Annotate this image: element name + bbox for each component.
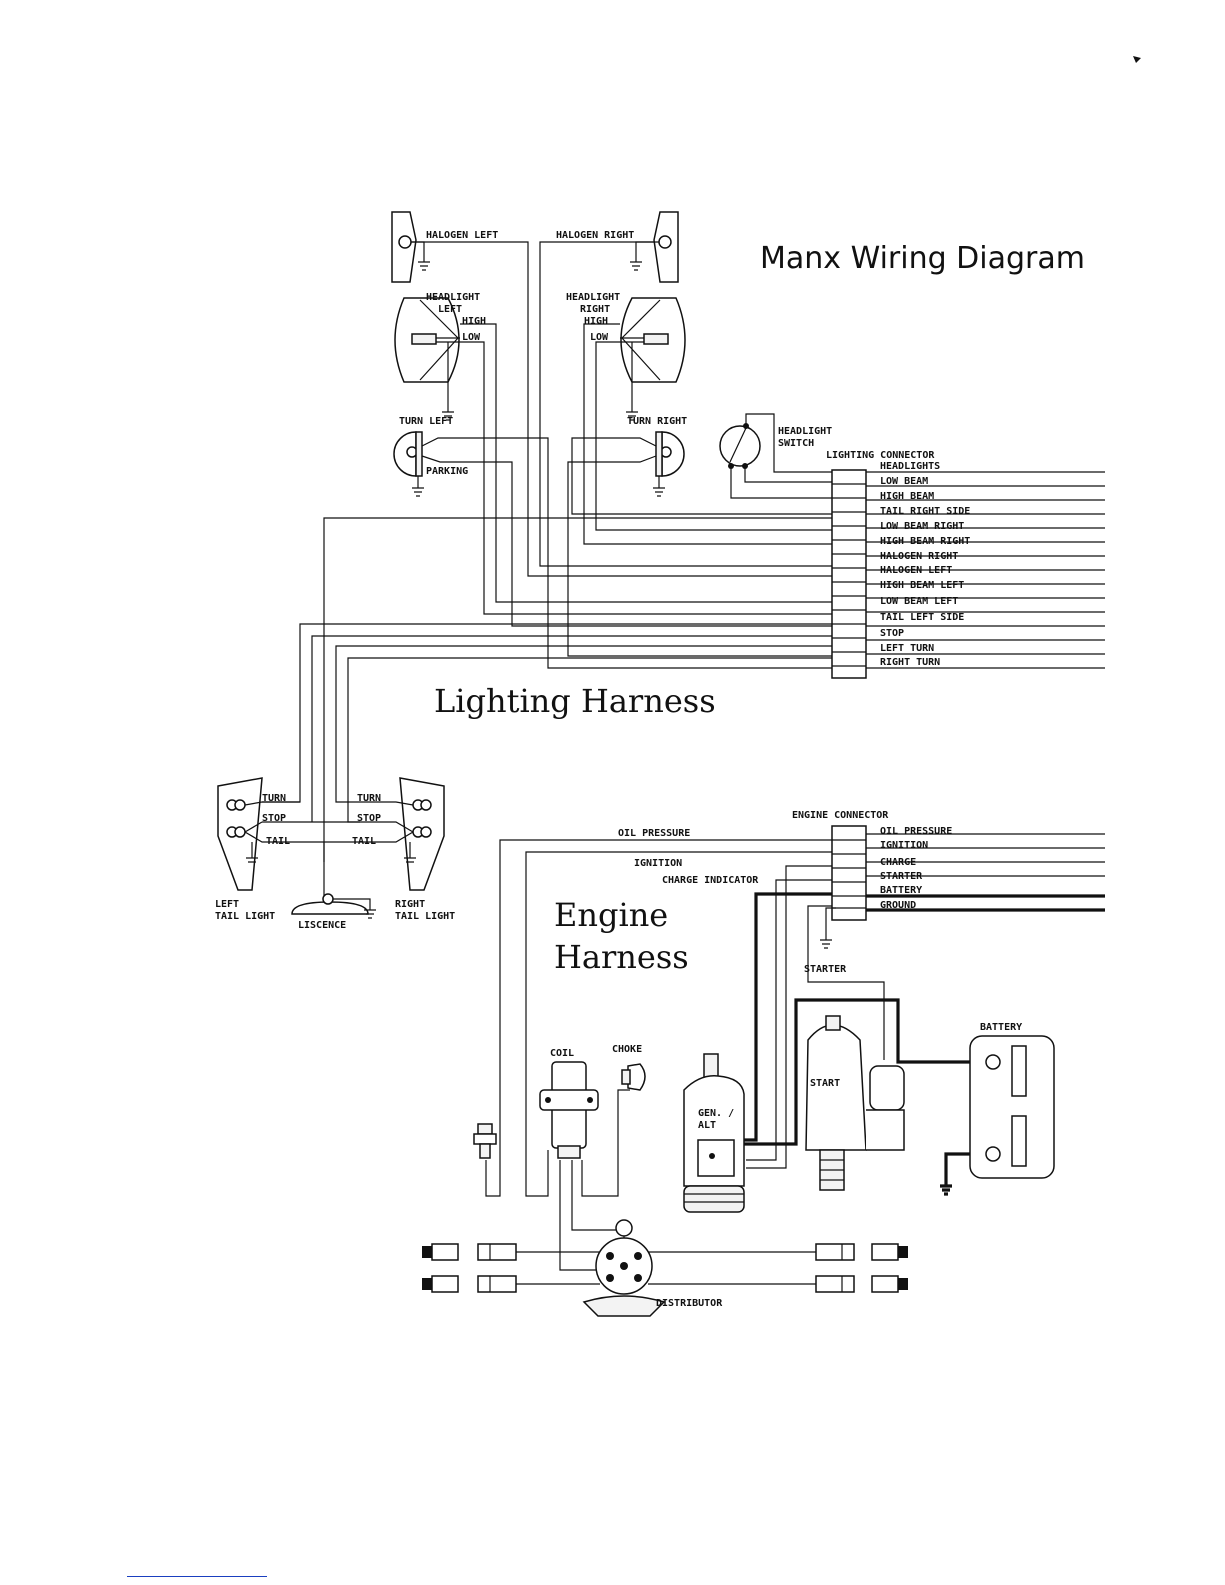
lc-pin-high-beam-left: HIGH BEAM LEFT [880,580,964,591]
oil-pressure-wire-label: OIL PRESSURE [618,828,690,839]
lc-pin-right-turn: RIGHT TURN [880,657,940,668]
turn-left-lamp-icon [393,431,424,497]
battery-icon [969,1035,1055,1179]
right-tail-light-label-1: RIGHT [395,899,425,910]
coil-icon [539,1061,599,1159]
right-tail-light-label-2: TAIL LIGHT [395,911,455,922]
starter-wire-label: STARTER [804,964,847,975]
ec-pin-oil-pressure: OIL PRESSURE [880,826,952,837]
footer-rule [127,1576,267,1577]
halogen-right-lamp-icon [630,211,679,283]
left-tail-turn-label: TURN [262,793,286,804]
spark-plug-right-top-icon [815,1243,908,1261]
lc-pin-headlights: HEADLIGHTS [880,461,940,472]
turn-right-label: TURN RIGHT [627,416,687,427]
turn-left-label: TURN LEFT [399,416,453,427]
lc-pin-tail-right-side: TAIL RIGHT SIDE [880,506,970,517]
choke-label: CHOKE [612,1044,642,1055]
spark-plug-leads [516,1251,816,1285]
start-label: START [810,1078,840,1089]
diagram-title: Manx Wiring Diagram [760,241,1085,276]
engine-harness-label-2: Harness [554,938,689,976]
headlight-right-label-2: RIGHT [580,304,610,315]
headlight-left-low-label: LOW [462,332,481,343]
lc-pin-tail-left-side: TAIL LEFT SIDE [880,612,964,623]
right-tail-turn-label: TURN [357,793,381,804]
choke-icon [621,1063,646,1091]
liscence-label: LISCENCE [298,920,346,931]
headlight-right-icon [620,297,686,421]
licence-light-icon [291,893,376,919]
right-tail-tail-label: TAIL [352,836,376,847]
lc-pin-low-beam-right: LOW BEAM RIGHT [880,521,964,532]
headlight-right-low-label: LOW [590,332,609,343]
parking-label: PARKING [426,466,468,477]
headlight-switch-icon [719,413,832,499]
lighting-connector-label: LIGHTING CONNECTOR [826,450,935,461]
turn-right-lamp-icon [653,431,685,497]
engine-connector-label: ENGINE CONNECTOR [792,810,889,821]
distributor-icon [582,1219,666,1317]
engine-harness-label-1: Engine [554,896,668,934]
headlight-switch-label-2: SWITCH [778,438,814,449]
ec-pin-starter: STARTER [880,871,923,882]
engine-connector-wires [866,833,1105,912]
tail-light-wires [262,801,360,896]
ec-pin-charge: CHARGE [880,857,916,868]
spark-plug-left-top-icon [422,1243,517,1261]
halogen-right-label: HALOGEN RIGHT [556,230,634,241]
ec-pin-battery: BATTERY [880,885,922,896]
charge-indicator-wire-label: CHARGE INDICATOR [662,875,759,886]
lc-pin-high-beam-right: HIGH BEAM RIGHT [880,536,970,547]
left-tail-light-label-1: LEFT [215,899,239,910]
headlight-left-label-2: LEFT [438,304,462,315]
lighting-harness-wires [262,241,832,862]
ignition-wire-label: IGNITION [634,858,682,869]
lc-pin-low-beam: LOW BEAM [880,476,928,487]
left-tail-light-icon [217,777,292,891]
generator-alternator-icon [683,1053,745,1213]
lc-pin-low-beam-left: LOW BEAM LEFT [880,596,958,607]
halogen-left-lamp-icon [391,211,430,283]
gen-alt-label-2: ALT [698,1120,716,1131]
spark-plug-left-bottom-icon [422,1275,517,1293]
lc-pin-stop: STOP [880,628,904,639]
headlight-switch-label-1: HEADLIGHT [778,426,832,437]
engine-harness-wires [485,839,988,1271]
spark-plug-right-bottom-icon [815,1275,908,1293]
lighting-connector-wires [866,471,1105,669]
engine-connector-block [831,825,867,921]
ec-pin-ignition: IGNITION [880,840,928,851]
coil-label: COIL [550,1048,574,1059]
lighting-connector-block [831,469,867,679]
lc-pin-high-beam: HIGH BEAM [880,491,934,502]
headlight-left-label-1: HEADLIGHT [426,292,480,303]
right-tail-stop-label: STOP [357,813,381,824]
lighting-harness-label: Lighting Harness [434,682,716,720]
right-tail-light-icon [340,777,445,891]
headlight-right-label-1: HEADLIGHT [566,292,620,303]
lc-pin-left-turn: LEFT TURN [880,643,934,654]
headlight-left-high-label: HIGH [462,316,486,327]
oil-pressure-sender-icon [473,1123,497,1159]
headlight-right-high-label: HIGH [584,316,608,327]
lc-pin-halogen-left: HALOGEN LEFT [880,565,952,576]
left-tail-tail-label: TAIL [266,836,290,847]
starter-motor-icon [805,1015,905,1191]
lc-pin-halogen-right: HALOGEN RIGHT [880,551,958,562]
ec-pin-ground: GROUND [880,900,916,911]
left-tail-stop-label: STOP [262,813,286,824]
gen-alt-label-1: GEN. / [698,1108,734,1119]
battery-label: BATTERY [980,1022,1022,1033]
left-tail-light-label-2: TAIL LIGHT [215,911,275,922]
distributor-label: DISTRIBUTOR [656,1298,723,1309]
headlight-left-icon [394,297,460,421]
scan-mark [1133,56,1141,63]
halogen-left-label: HALOGEN LEFT [426,230,498,241]
